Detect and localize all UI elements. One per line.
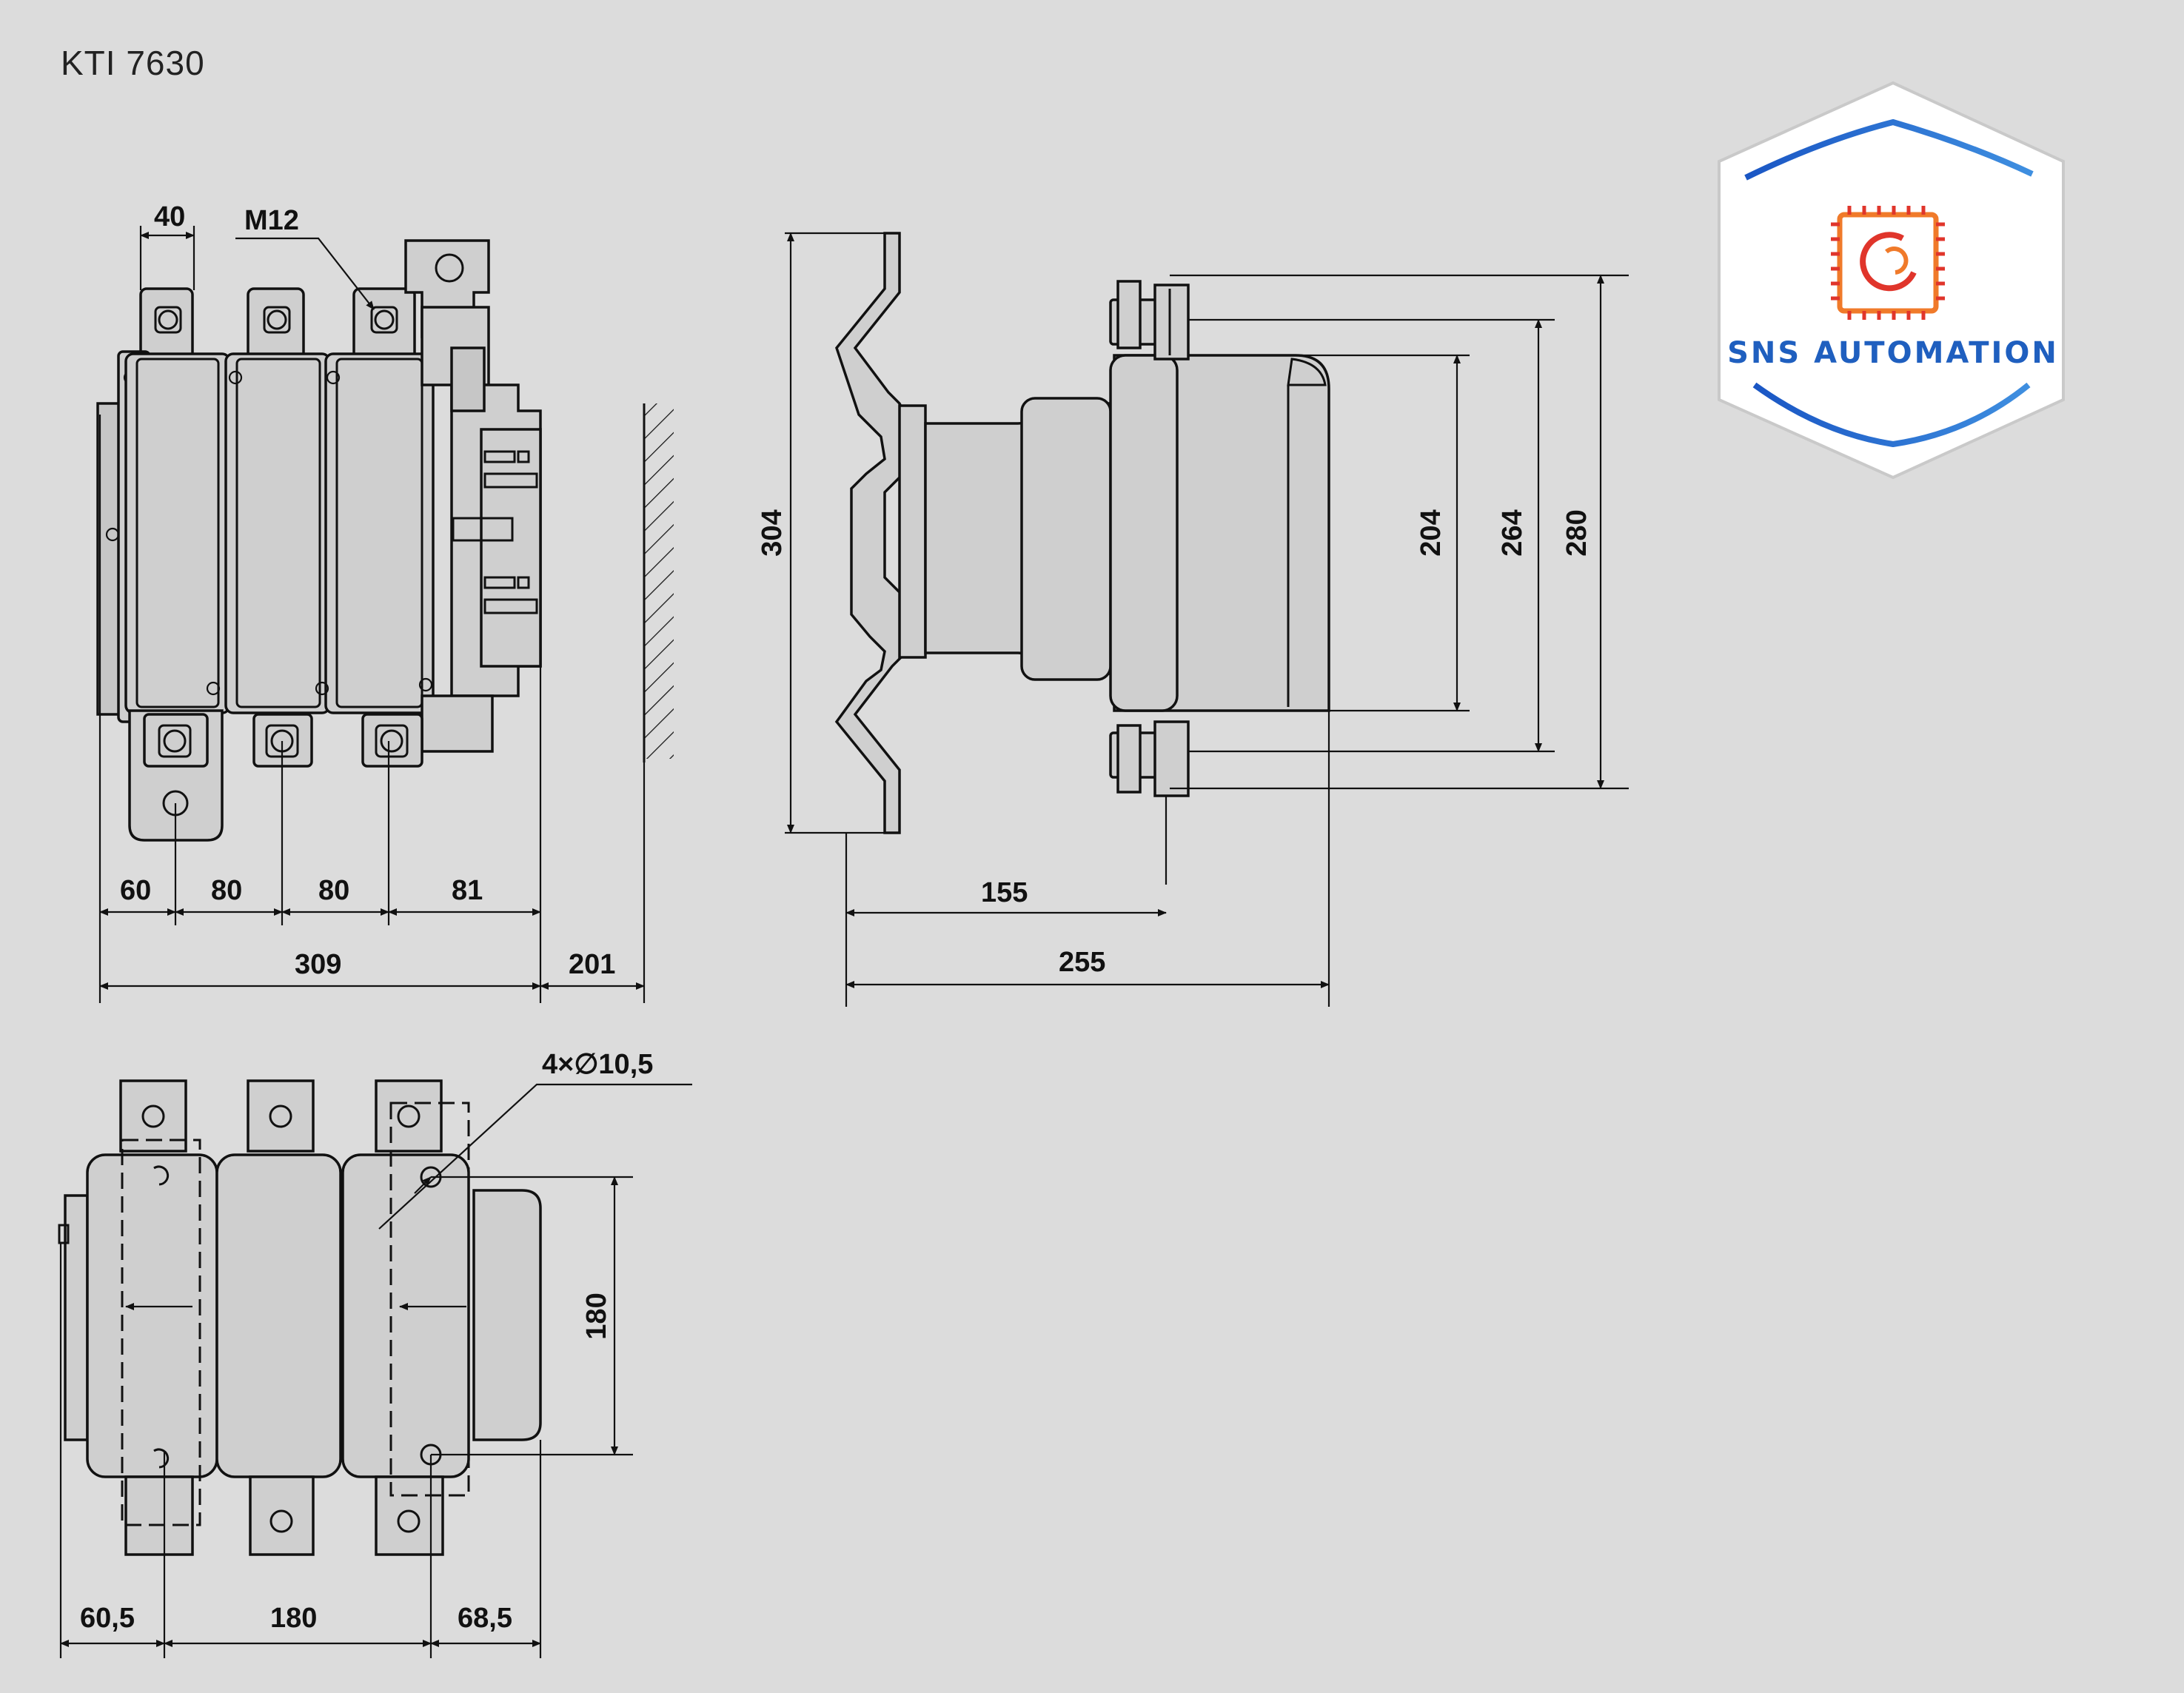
top-terminals [139,287,416,364]
dim-middle: 180 [270,1603,317,1634]
dim-seg3: 80 [318,875,349,906]
dim-seg4: 81 [452,875,483,906]
bottom-view: 4×∅10,5 180 60,5 180 68,5 [58,1049,692,1658]
aux-block [404,239,542,753]
dim-total-width: 309 [295,949,341,980]
side-view: 304 204 264 280 155 255 [757,232,1629,1007]
dim-height-204: 204 [1416,509,1447,556]
dim-holes: 4×∅10,5 [542,1049,653,1080]
dim-wall-gap: 201 [569,949,615,980]
dim-seg1: 60 [120,875,151,906]
bottom-terminals [128,709,423,842]
dim-height-280: 280 [1561,509,1592,556]
model-title: KTI 7630 [61,44,205,82]
dim-right: 68,5 [458,1603,512,1634]
dim-thread: M12 [244,205,299,236]
brand-name: SNS AUTOMATION [1727,336,2059,370]
chip-icon [1831,206,1945,320]
dim-height-264: 264 [1497,509,1528,556]
dim-depth-255: 255 [1059,947,1105,978]
dim-terminal-width: 40 [154,201,185,232]
dim-seg2: 80 [211,875,242,906]
pole-bodies [124,352,435,714]
dim-left: 60,5 [80,1603,135,1634]
dim-depth-155: 155 [981,877,1028,908]
front-view: 40 M12 60 80 80 81 309 201 [96,201,674,1003]
dim-height-304: 304 [757,509,788,556]
brand-logo: SNS AUTOMATION [1718,81,2065,480]
dim-hole-spacing: 180 [581,1293,612,1339]
